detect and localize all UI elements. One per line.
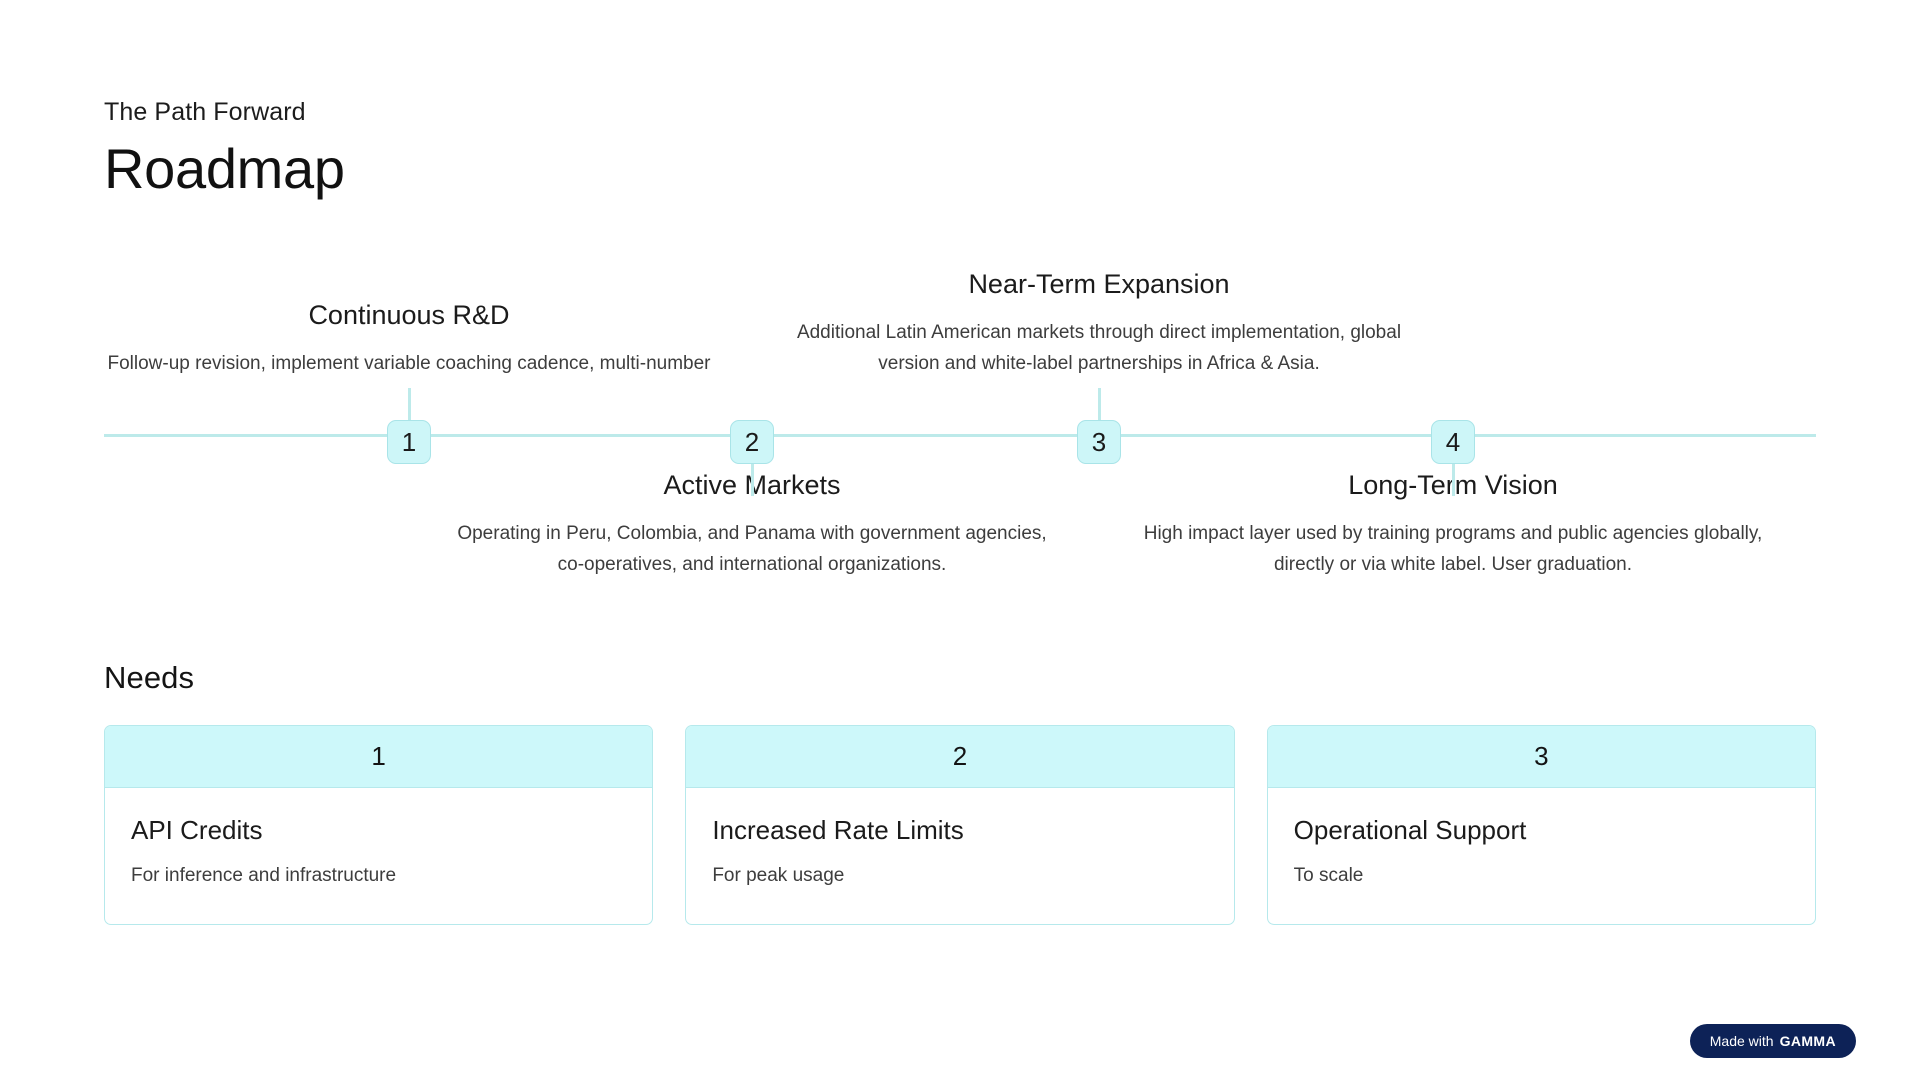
made-with-label: Made with: [1709, 1033, 1774, 1049]
eyebrow-text: The Path Forward: [104, 98, 306, 126]
page-title: Roadmap: [104, 136, 345, 200]
timeline-node-4[interactable]: 4: [1431, 420, 1475, 464]
needs-section-title: Needs: [104, 660, 195, 695]
needs-card[interactable]: 1 API Credits For inference and infrastr…: [104, 725, 654, 926]
timeline-heading-3: Near-Term Expansion: [968, 269, 1230, 300]
slide-header: The Path Forward Roadmap: [104, 96, 345, 201]
timeline-block-3: Near-Term Expansion Additional Latin Ame…: [789, 267, 1409, 380]
needs-card-title: Increased Rate Limits: [712, 815, 964, 845]
timeline-body-1: Follow-up revision, implement variable c…: [107, 353, 711, 375]
needs-card-body: Operational Support To scale: [1268, 788, 1815, 924]
timeline-node-2[interactable]: 2: [730, 420, 774, 464]
timeline-axis-line: [104, 434, 1816, 437]
needs-card-description: For peak usage: [712, 864, 845, 886]
needs-card-body: Increased Rate Limits For peak usage: [686, 788, 1233, 924]
timeline-body-2: Operating in Peru, Colombia, and Panama …: [457, 523, 1047, 575]
needs-card-number: 2: [686, 726, 1234, 788]
roadmap-timeline: Continuous R&D Follow-up revision, imple…: [104, 230, 1816, 630]
needs-card-description: To scale: [1293, 864, 1364, 886]
needs-card-list: 1 API Credits For inference and infrastr…: [104, 725, 1816, 926]
made-with-gamma-badge[interactable]: Made with GAMMA: [1689, 1024, 1856, 1058]
needs-card[interactable]: 3 Operational Support To scale: [1266, 725, 1816, 926]
timeline-stem-4: [1451, 458, 1455, 496]
needs-card-number: 3: [1267, 726, 1815, 788]
needs-card-description: For inference and infrastructure: [131, 864, 397, 886]
needs-card[interactable]: 2 Increased Rate Limits For peak usage: [685, 725, 1235, 926]
timeline-stem-1: [407, 388, 411, 426]
timeline-body-4: High impact layer used by training progr…: [1143, 523, 1763, 575]
needs-card-title: Operational Support: [1293, 815, 1527, 845]
needs-card-body: API Credits For inference and infrastruc…: [105, 788, 652, 924]
gamma-wordmark: GAMMA: [1779, 1033, 1836, 1049]
timeline-block-1: Continuous R&D Follow-up revision, imple…: [99, 298, 719, 380]
needs-card-title: API Credits: [131, 815, 263, 845]
needs-card-number: 1: [105, 726, 653, 788]
timeline-block-4: Long-Term Vision High impact layer used …: [1143, 468, 1763, 581]
timeline-heading-1: Continuous R&D: [308, 300, 510, 331]
timeline-body-3: Additional Latin American markets throug…: [796, 322, 1402, 375]
timeline-node-1[interactable]: 1: [387, 420, 431, 464]
timeline-node-3[interactable]: 3: [1077, 420, 1121, 464]
timeline-stem-3: [1097, 388, 1101, 426]
timeline-stem-2: [750, 458, 754, 496]
